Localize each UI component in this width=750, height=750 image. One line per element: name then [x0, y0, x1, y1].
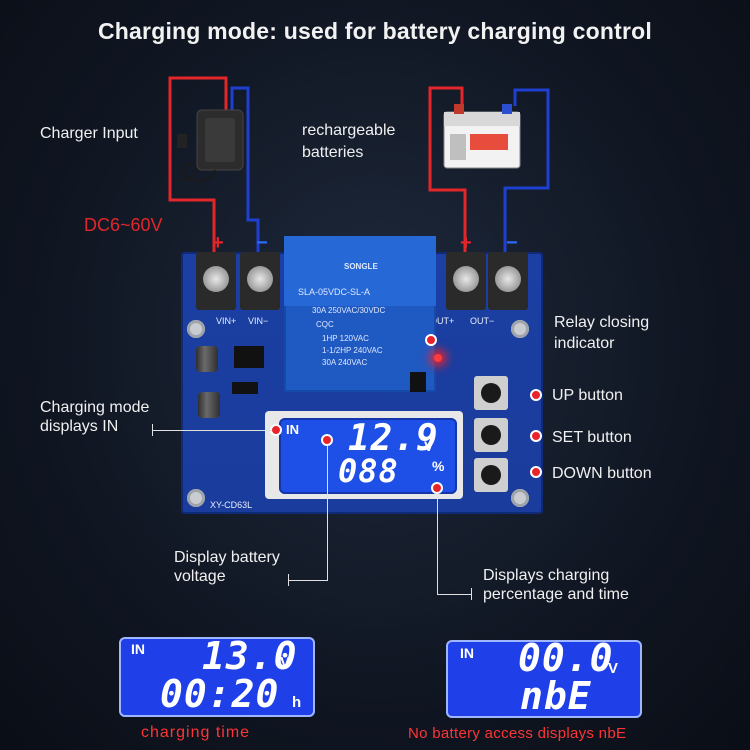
set-button-dot — [530, 430, 542, 442]
relay-indicator-dot — [425, 334, 437, 346]
main-lcd-percent-unit: % — [432, 458, 445, 474]
percentage-leader — [437, 494, 438, 594]
relay-rating-3: 1-1/2HP 240VAC — [322, 346, 383, 355]
out-minus-label: OUT− — [470, 316, 495, 326]
mode-leader-tick — [152, 424, 153, 436]
capacitor-1 — [196, 346, 218, 372]
voltage-leader-tick — [288, 574, 289, 586]
charger-input-label: Charger Input — [40, 125, 138, 142]
charger-positive-wire — [168, 76, 228, 262]
mount-hole-bottom-left — [187, 489, 205, 507]
vin-plus-label: VIN+ — [216, 316, 237, 326]
display-percentage-label: Displays charging percentage and time — [483, 567, 629, 603]
relay-rating-4: 30A 240VAC — [322, 358, 368, 367]
main-lcd-percentage: 088 — [338, 452, 399, 490]
charger-negative-wire — [230, 86, 260, 262]
voltage-dot — [321, 434, 333, 446]
down-button-label: DOWN button — [552, 465, 652, 482]
relay-rating-1: 30A 250VAC/30VDC — [312, 306, 386, 315]
out-minus-mark: − — [506, 232, 518, 254]
lcd-charging-time-mode: IN — [131, 641, 145, 657]
lcd-no-battery-voltage-unit: V — [608, 660, 619, 677]
up-button-dot — [530, 389, 542, 401]
mode-leader — [152, 430, 272, 431]
set-button[interactable] — [474, 418, 508, 452]
vin-plus-mark: + — [212, 232, 224, 254]
main-lcd-voltage-unit: V — [424, 438, 434, 454]
capacitor-2 — [198, 392, 220, 418]
ic-chip-2 — [232, 382, 258, 394]
terminal-out-minus — [488, 252, 528, 310]
lcd-charging-time-time: 00:20 — [160, 672, 280, 716]
lcd-charging-time — [119, 637, 315, 717]
lcd-charging-time-voltage: 13.0 — [202, 634, 298, 678]
lcd-charging-time-time-unit: h — [292, 694, 302, 711]
lcd-no-battery-voltage: 00.0 — [518, 636, 614, 680]
lcd-no-battery-code: nbE — [520, 674, 592, 718]
page-title: Charging mode: used for battery charging… — [98, 18, 652, 44]
mount-hole-top-right — [511, 320, 529, 338]
main-lcd — [279, 418, 457, 494]
main-lcd-voltage: 12.9 — [348, 418, 439, 459]
vin-minus-mark: − — [256, 232, 268, 254]
ic-chip-1 — [234, 346, 264, 368]
up-button[interactable] — [474, 376, 508, 410]
relay-indicator-led — [434, 354, 442, 362]
charging-time-caption: charging time — [141, 724, 251, 741]
terminal-vin-minus — [240, 252, 280, 310]
out-plus-mark: + — [460, 232, 472, 254]
relay-cert: CQC — [316, 320, 334, 329]
relay-indicator-label: Relay closing indicator — [554, 314, 650, 352]
relay-model: SLA-05VDC-SL-A — [298, 287, 371, 297]
voltage-leader-foot — [288, 580, 328, 581]
voltage-range-label: DC6~60V — [84, 215, 163, 235]
car-battery-icon — [443, 104, 521, 169]
vin-minus-label: VIN− — [248, 316, 269, 326]
down-button-dot — [530, 466, 542, 478]
lcd-no-battery — [446, 640, 642, 718]
percentage-leader-tick — [471, 588, 472, 600]
lcd-charging-time-voltage-unit: V — [280, 654, 291, 671]
down-button[interactable] — [474, 458, 508, 492]
relay-top — [284, 236, 436, 306]
up-button-label: UP button — [552, 387, 623, 404]
display-voltage-label: Display battery voltage — [174, 549, 280, 585]
voltage-leader — [327, 446, 328, 580]
battery-positive-wire — [428, 86, 467, 262]
percentage-dot — [431, 482, 443, 494]
rechargeable-batteries-label: rechargeable batteries — [302, 122, 396, 161]
percentage-leader-foot — [437, 594, 471, 595]
charging-mode-label: Charging mode displays IN — [40, 399, 150, 435]
mount-hole-bottom-right — [511, 489, 529, 507]
model-label: XY-CD63L — [210, 500, 253, 510]
charger-adapter-icon — [177, 109, 244, 182]
battery-negative-wire — [503, 88, 550, 262]
mount-hole-top-left — [187, 320, 205, 338]
terminal-out-plus — [446, 252, 486, 310]
main-lcd-mode: IN — [286, 422, 299, 437]
terminal-vin-plus — [196, 252, 236, 310]
transistor — [410, 372, 426, 392]
relay-brand: SONGLE — [344, 262, 378, 271]
no-battery-caption: No battery access displays nbE — [408, 725, 627, 742]
set-button-label: SET button — [552, 429, 632, 446]
relay-rating-2: 1HP 120VAC — [322, 334, 369, 343]
out-plus-label: OUT+ — [430, 316, 455, 326]
lcd-no-battery-mode: IN — [460, 645, 474, 661]
